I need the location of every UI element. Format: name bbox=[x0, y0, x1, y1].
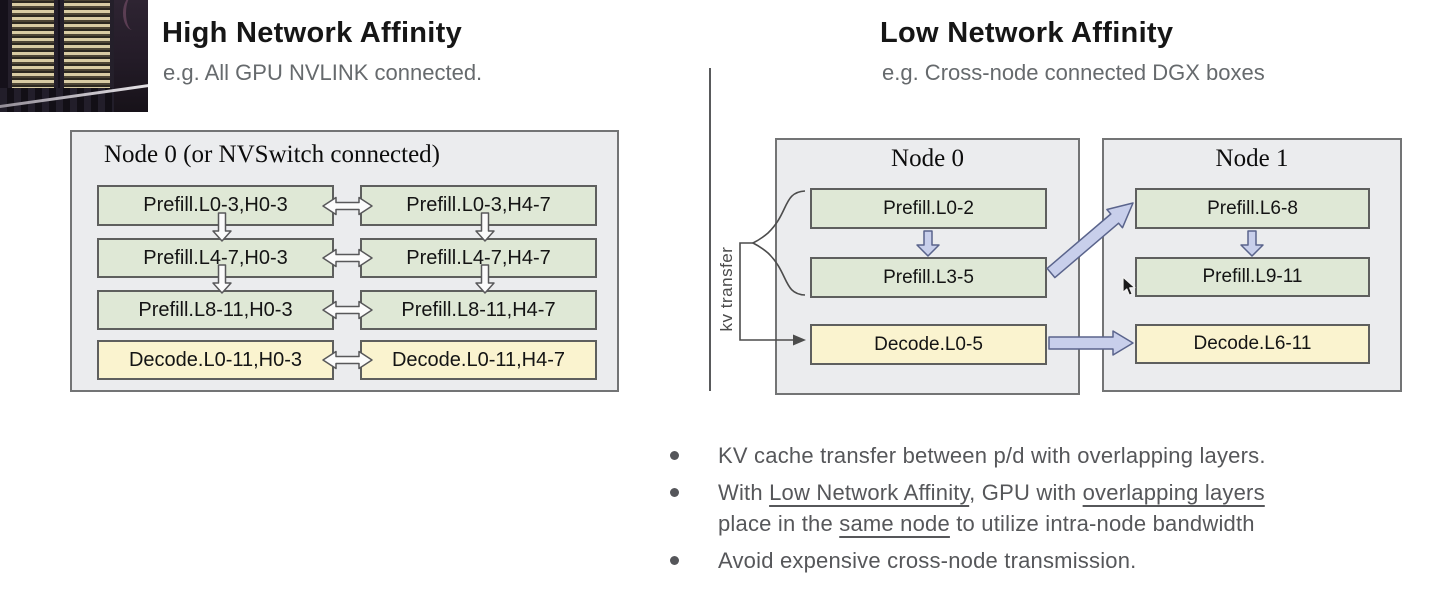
bullet-item: KV cache transfer between p/d with overl… bbox=[660, 440, 1420, 471]
rack-gpu-column-left bbox=[8, 0, 58, 104]
box-decode-l6-11: Decode.L6-11 bbox=[1135, 324, 1370, 364]
left-section-subtitle: e.g. All GPU NVLINK connected. bbox=[163, 60, 483, 85]
vertical-divider bbox=[709, 68, 711, 391]
box-prefill-l0-3-h0-3: Prefill.L0-3,H0-3 bbox=[97, 185, 334, 226]
right-section-subtitle: e.g. Cross-node connected DGX boxes bbox=[882, 60, 1265, 85]
box-prefill-l8-11-h4-7: Prefill.L8-11,H4-7 bbox=[360, 290, 597, 330]
right-section-title: Low Network Affinity bbox=[880, 17, 1174, 49]
box-prefill-l6-8: Prefill.L6-8 bbox=[1135, 188, 1370, 229]
left-section-title: High Network Affinity bbox=[162, 17, 463, 49]
right-node1-title: Node 1 bbox=[1215, 145, 1289, 172]
box-prefill-l3-5: Prefill.L3-5 bbox=[810, 257, 1047, 298]
box-decode-l0-11-h4-7: Decode.L0-11,H4-7 bbox=[360, 340, 597, 380]
bullet-text: KV cache transfer between p/d with overl… bbox=[718, 443, 1266, 468]
left-node-title: Node 0 (or NVSwitch connected) bbox=[104, 141, 441, 168]
box-decode-l0-5: Decode.L0-5 bbox=[810, 324, 1047, 365]
rack-glint bbox=[123, 0, 142, 30]
box-prefill-l8-11-h0-3: Prefill.L8-11,H0-3 bbox=[97, 290, 334, 330]
rack-gpu-column-right bbox=[60, 0, 114, 104]
box-prefill-l0-3-h4-7: Prefill.L0-3,H4-7 bbox=[360, 185, 597, 226]
server-rack-photo bbox=[0, 0, 148, 112]
box-prefill-l9-11: Prefill.L9-11 bbox=[1135, 257, 1370, 297]
bullet-text: Avoid expensive cross-node transmission. bbox=[718, 548, 1137, 573]
mouse-cursor-icon bbox=[1121, 276, 1137, 303]
bullet-dot-icon bbox=[670, 451, 679, 460]
box-prefill-l4-7-h0-3: Prefill.L4-7,H0-3 bbox=[97, 238, 334, 278]
bullet-text: With Low Network Affinity, GPU with over… bbox=[718, 480, 1265, 536]
bullet-dot-icon bbox=[670, 488, 679, 497]
box-prefill-l4-7-h4-7: Prefill.L4-7,H4-7 bbox=[360, 238, 597, 278]
bullet-dot-icon bbox=[670, 556, 679, 565]
box-prefill-l0-2: Prefill.L0-2 bbox=[810, 188, 1047, 229]
box-decode-l0-11-h0-3: Decode.L0-11,H0-3 bbox=[97, 340, 334, 380]
bullet-item: Avoid expensive cross-node transmission. bbox=[660, 545, 1420, 576]
right-node0-title: Node 0 bbox=[891, 145, 964, 172]
kv-transfer-label: kv transfer bbox=[717, 246, 736, 332]
bullet-item: With Low Network Affinity, GPU with over… bbox=[660, 477, 1420, 539]
